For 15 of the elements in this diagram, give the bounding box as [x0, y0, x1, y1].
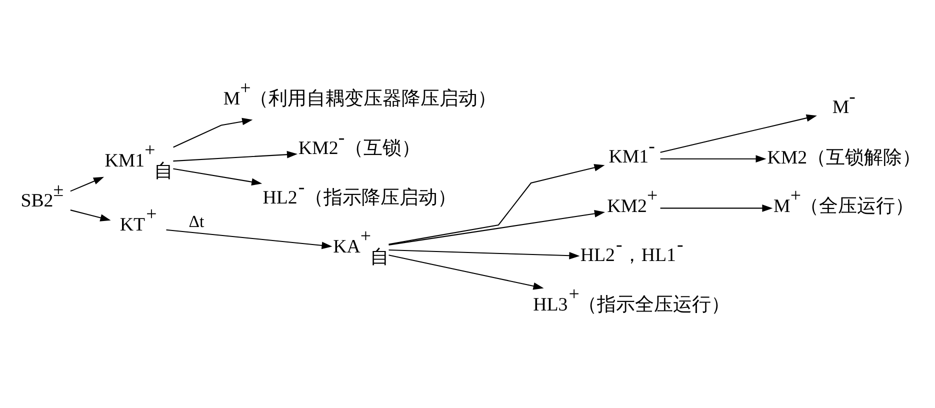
- arrow: [70, 210, 110, 222]
- arrow: [388, 250, 580, 260]
- arrow: [388, 164, 604, 245]
- arrow: [388, 210, 605, 246]
- arrow: [388, 254, 544, 290]
- arrow: [660, 155, 766, 163]
- arrow: [70, 176, 104, 192]
- edge-label: Δt: [188, 212, 204, 231]
- arrow: [172, 168, 262, 186]
- arrow: [660, 114, 816, 153]
- arrow: [166, 229, 332, 250]
- node-text: KM2（互锁解除）: [766, 147, 921, 168]
- arrow: [660, 204, 772, 212]
- arrow: [172, 150, 297, 162]
- arrow: [172, 118, 252, 148]
